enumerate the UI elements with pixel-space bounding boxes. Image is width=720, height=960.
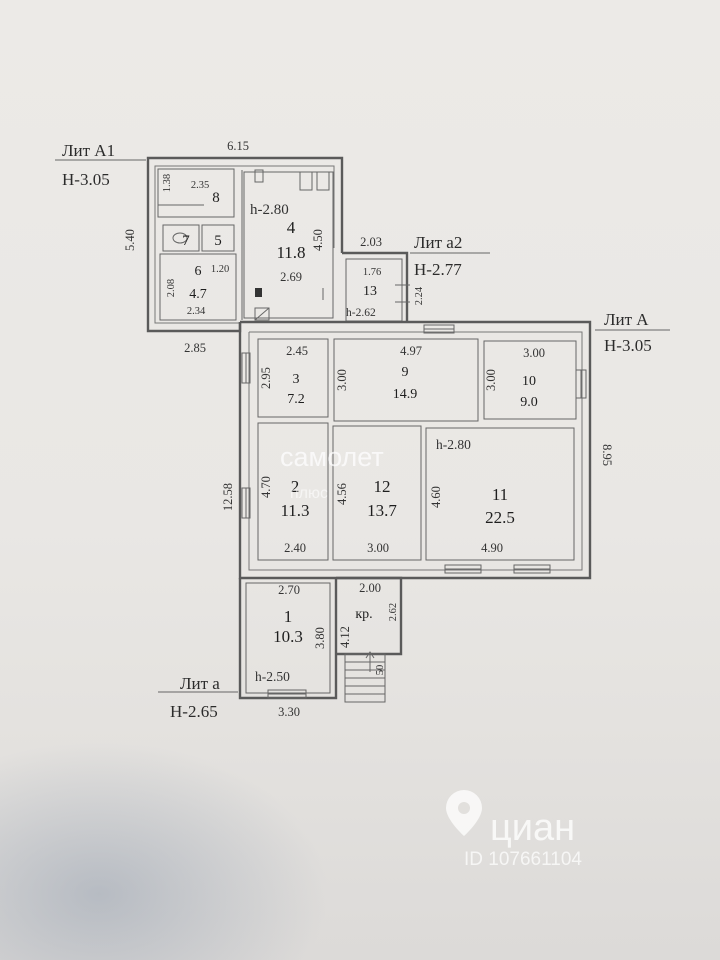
ceiling-height-4: h-2.80: [250, 202, 289, 218]
room-11-area: 22.5: [485, 508, 515, 527]
dim-a2-top: 2.03: [360, 235, 382, 249]
room-2-number: 2: [291, 477, 300, 496]
room-10-area: 9.0: [520, 395, 538, 410]
dim-stairs: 50: [375, 665, 386, 676]
lit-a1-label: Лит А1: [62, 141, 115, 160]
room-5-number: 5: [214, 233, 222, 249]
lit-a1-height: Н-3.05: [62, 170, 110, 189]
room-4-area: 11.8: [276, 243, 305, 262]
dim-left-a1: 5.40: [123, 229, 137, 251]
lit-a-height: Н-3.05: [604, 336, 652, 355]
room-6-area: 4.7: [189, 287, 207, 302]
dim-room11-side: 4.60: [429, 486, 443, 508]
room-12-area: 13.7: [367, 501, 397, 520]
room-4-number: 4: [287, 218, 296, 237]
dim-room12-side: 4.56: [335, 483, 349, 505]
room-9-number: 9: [402, 365, 409, 380]
lit-a-small-height: Н-2.65: [170, 702, 218, 721]
samolet-watermark: самолет: [280, 442, 384, 472]
room-kr-number: кр.: [355, 607, 372, 622]
dim-lit-a-bottom: 3.30: [278, 705, 300, 719]
room-2-area: 11.3: [280, 501, 309, 520]
dim-room6-bottom: 2.34: [187, 306, 206, 317]
photo-shadow: [0, 740, 330, 960]
dim-room1-side: 3.80: [313, 627, 327, 649]
dim-room6-top: 1.20: [211, 264, 229, 275]
dim-room12-bottom: 3.00: [367, 541, 389, 555]
lit-a2-label: Лит а2: [414, 233, 462, 252]
samolet-plus-watermark: плюс: [290, 485, 328, 502]
dim-lit-a-side: 4.12: [338, 626, 352, 648]
dim-left-a: 12.58: [221, 483, 235, 511]
dim-room3-side: 2.95: [259, 367, 273, 389]
dim-room13-width: 1.76: [363, 267, 381, 278]
dim-room2-side: 4.70: [259, 476, 273, 498]
cian-watermark: циан: [490, 807, 575, 849]
dim-right-a: 8.95: [600, 444, 614, 466]
dim-room3-width: 2.45: [286, 344, 308, 358]
room-6-number: 6: [195, 264, 202, 279]
room-1-number: 1: [284, 607, 293, 626]
room-7-number: 7: [182, 233, 190, 249]
dim-room9-side: 3.00: [335, 369, 349, 391]
room-13-number: 13: [363, 284, 377, 299]
ceiling-height-1: h-2.50: [255, 669, 290, 684]
walls-lit-a-small: [238, 576, 403, 703]
room-3-number: 3: [293, 372, 300, 387]
dim-room4-width: 2.69: [280, 270, 302, 284]
room-8-number: 8: [212, 190, 220, 206]
cian-logo-icon: [446, 790, 482, 836]
lit-a2-height: Н-2.77: [414, 260, 462, 279]
dim-kr-side: 2.62: [388, 603, 399, 621]
room-12-number: 12: [374, 477, 391, 496]
lit-a-label: Лит А: [604, 310, 649, 329]
dim-room9-width: 4.97: [400, 344, 422, 358]
lit-a-small-label: Лит а: [180, 674, 220, 693]
room-9-area: 14.9: [393, 387, 418, 402]
dim-room6-side: 2.08: [166, 279, 177, 297]
dim-kr-top: 2.00: [359, 581, 381, 595]
cian-id-watermark: ID 107661104: [464, 849, 582, 870]
room-10-number: 10: [522, 374, 536, 389]
dim-room8-side: 1.38: [162, 174, 173, 192]
ceiling-height-11: h-2.80: [436, 437, 471, 452]
dim-a1-bottom: 2.85: [184, 341, 206, 355]
dim-room10-side: 3.00: [484, 369, 498, 391]
room-1-area: 10.3: [273, 627, 303, 646]
dim-a2-side: 2.24: [414, 286, 425, 305]
room-11-number: 11: [492, 485, 508, 504]
dim-top-a1: 6.15: [227, 139, 249, 153]
room-3-area: 7.2: [287, 392, 305, 407]
dim-room2-bottom: 2.40: [284, 541, 306, 555]
dim-room11-bottom: 4.90: [481, 541, 503, 555]
dim-room4-height: 4.50: [311, 229, 325, 251]
dim-room8-width: 2.35: [191, 180, 209, 191]
dim-room10-width: 3.00: [523, 346, 545, 360]
dim-room1-top: 2.70: [278, 583, 300, 597]
ceiling-height-13: h-2.62: [346, 307, 376, 319]
